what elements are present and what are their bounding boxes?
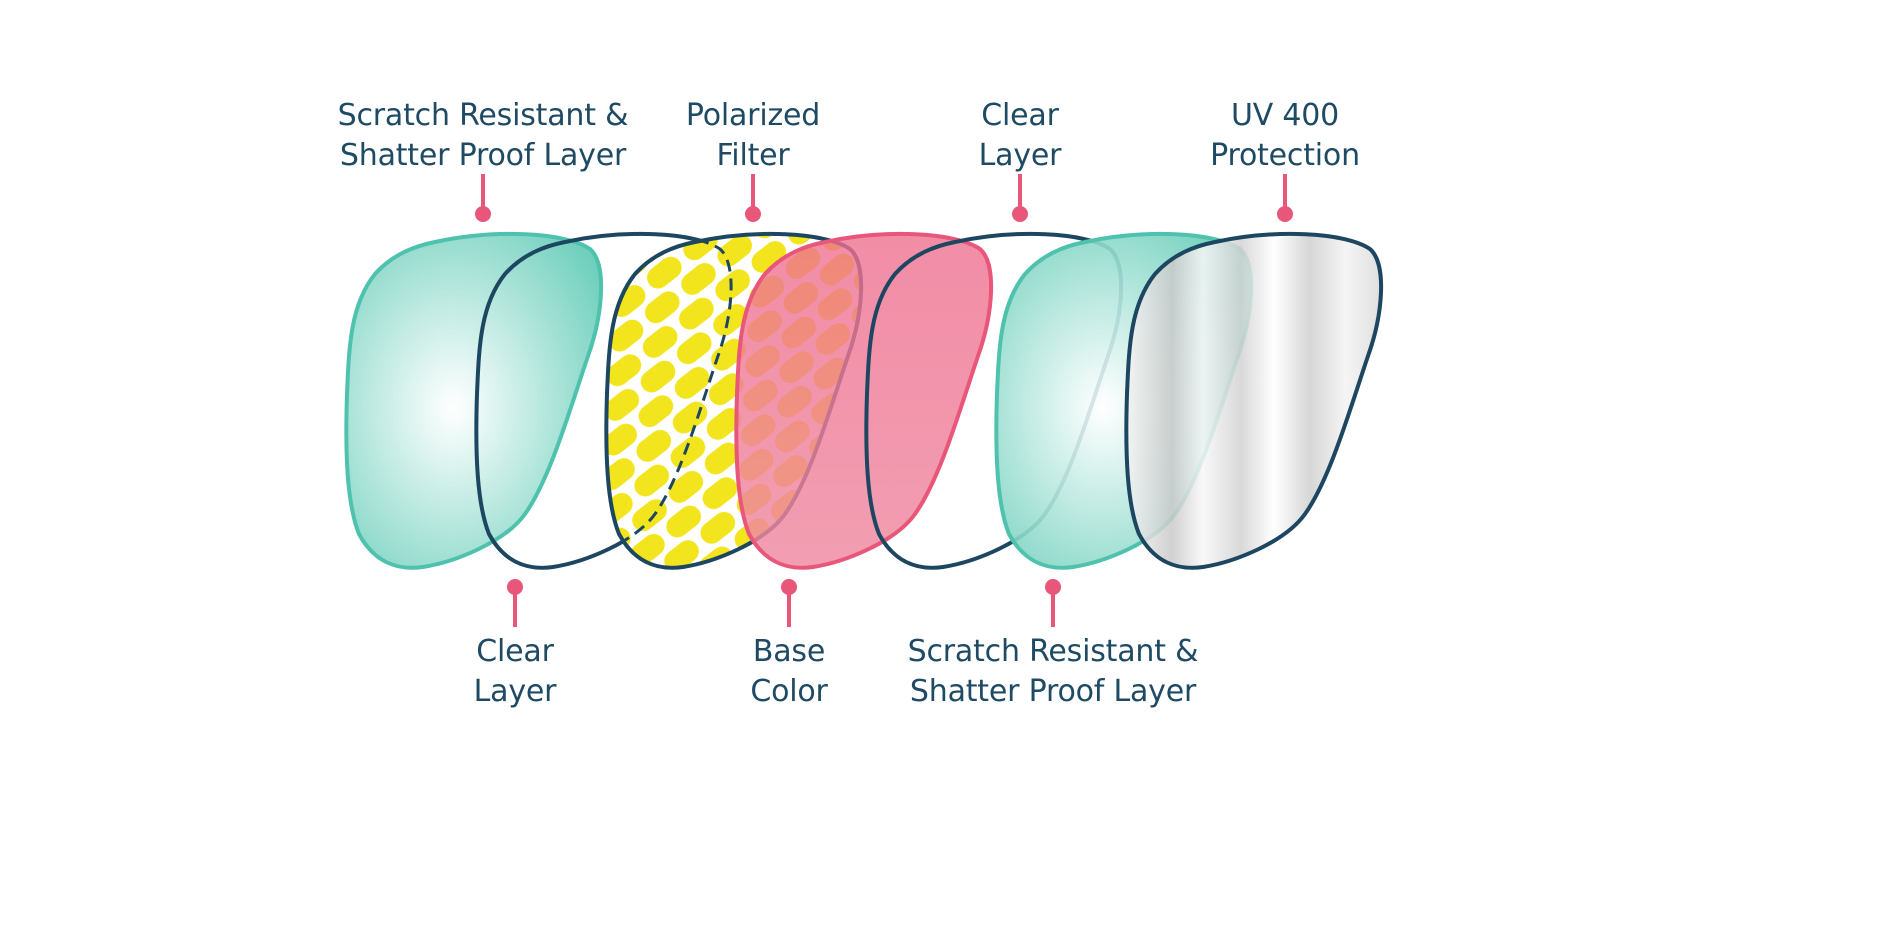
label-polarized-filter: Polarized Filter: [593, 96, 913, 176]
pointer-top-2: [745, 174, 761, 222]
pointer-dot: [1012, 206, 1028, 222]
pointer-dot: [1045, 579, 1061, 595]
lens-layer-base-color: [734, 231, 994, 570]
pointer-dot: [1277, 206, 1293, 222]
label-line: Scratch Resistant &: [337, 98, 629, 133]
lens-layers-stack: [344, 231, 1384, 570]
pointer-top-1: [475, 174, 491, 222]
pointer-dot: [745, 206, 761, 222]
label-scratch-resistant-bottom: Scratch Resistant & Shatter Proof Layer: [893, 632, 1213, 712]
pointer-top-3: [1012, 174, 1028, 222]
label-scratch-resistant-top: Scratch Resistant & Shatter Proof Layer: [323, 96, 643, 176]
pointer-dot: [507, 579, 523, 595]
label-line: Base: [752, 634, 826, 669]
label-line: Scratch Resistant &: [907, 634, 1199, 669]
label-base-color: Base Color: [629, 632, 949, 712]
pointer-bottom-2: [781, 579, 797, 627]
label-line: Clear: [981, 98, 1059, 133]
label-line: Filter: [716, 138, 790, 173]
lens-layer-scratch-resistant-layer-front: [344, 231, 604, 570]
label-clear-layer-top: Clear Layer: [860, 96, 1180, 176]
pointer-bottom-3: [1045, 579, 1061, 627]
label-line: UV 400: [1230, 98, 1340, 133]
pointer-top-4: [1277, 174, 1293, 222]
pointer-bottom-1: [507, 579, 523, 627]
label-line: Protection: [1210, 138, 1360, 173]
label-line: Polarized: [685, 98, 821, 133]
label-clear-layer-bottom: Clear Layer: [355, 632, 675, 712]
lens-layer-uv-400-protection: [1124, 231, 1384, 570]
label-pointers: [475, 174, 1293, 627]
pointer-dot: [475, 206, 491, 222]
label-line: Color: [750, 674, 828, 709]
label-line: Layer: [978, 138, 1062, 173]
label-line: Shatter Proof Layer: [339, 138, 627, 173]
pointer-dot: [781, 579, 797, 595]
label-line: Clear: [476, 634, 554, 669]
label-line: Shatter Proof Layer: [909, 674, 1197, 709]
label-line: Layer: [473, 674, 557, 709]
label-uv-400-protection: UV 400 Protection: [1125, 96, 1445, 176]
